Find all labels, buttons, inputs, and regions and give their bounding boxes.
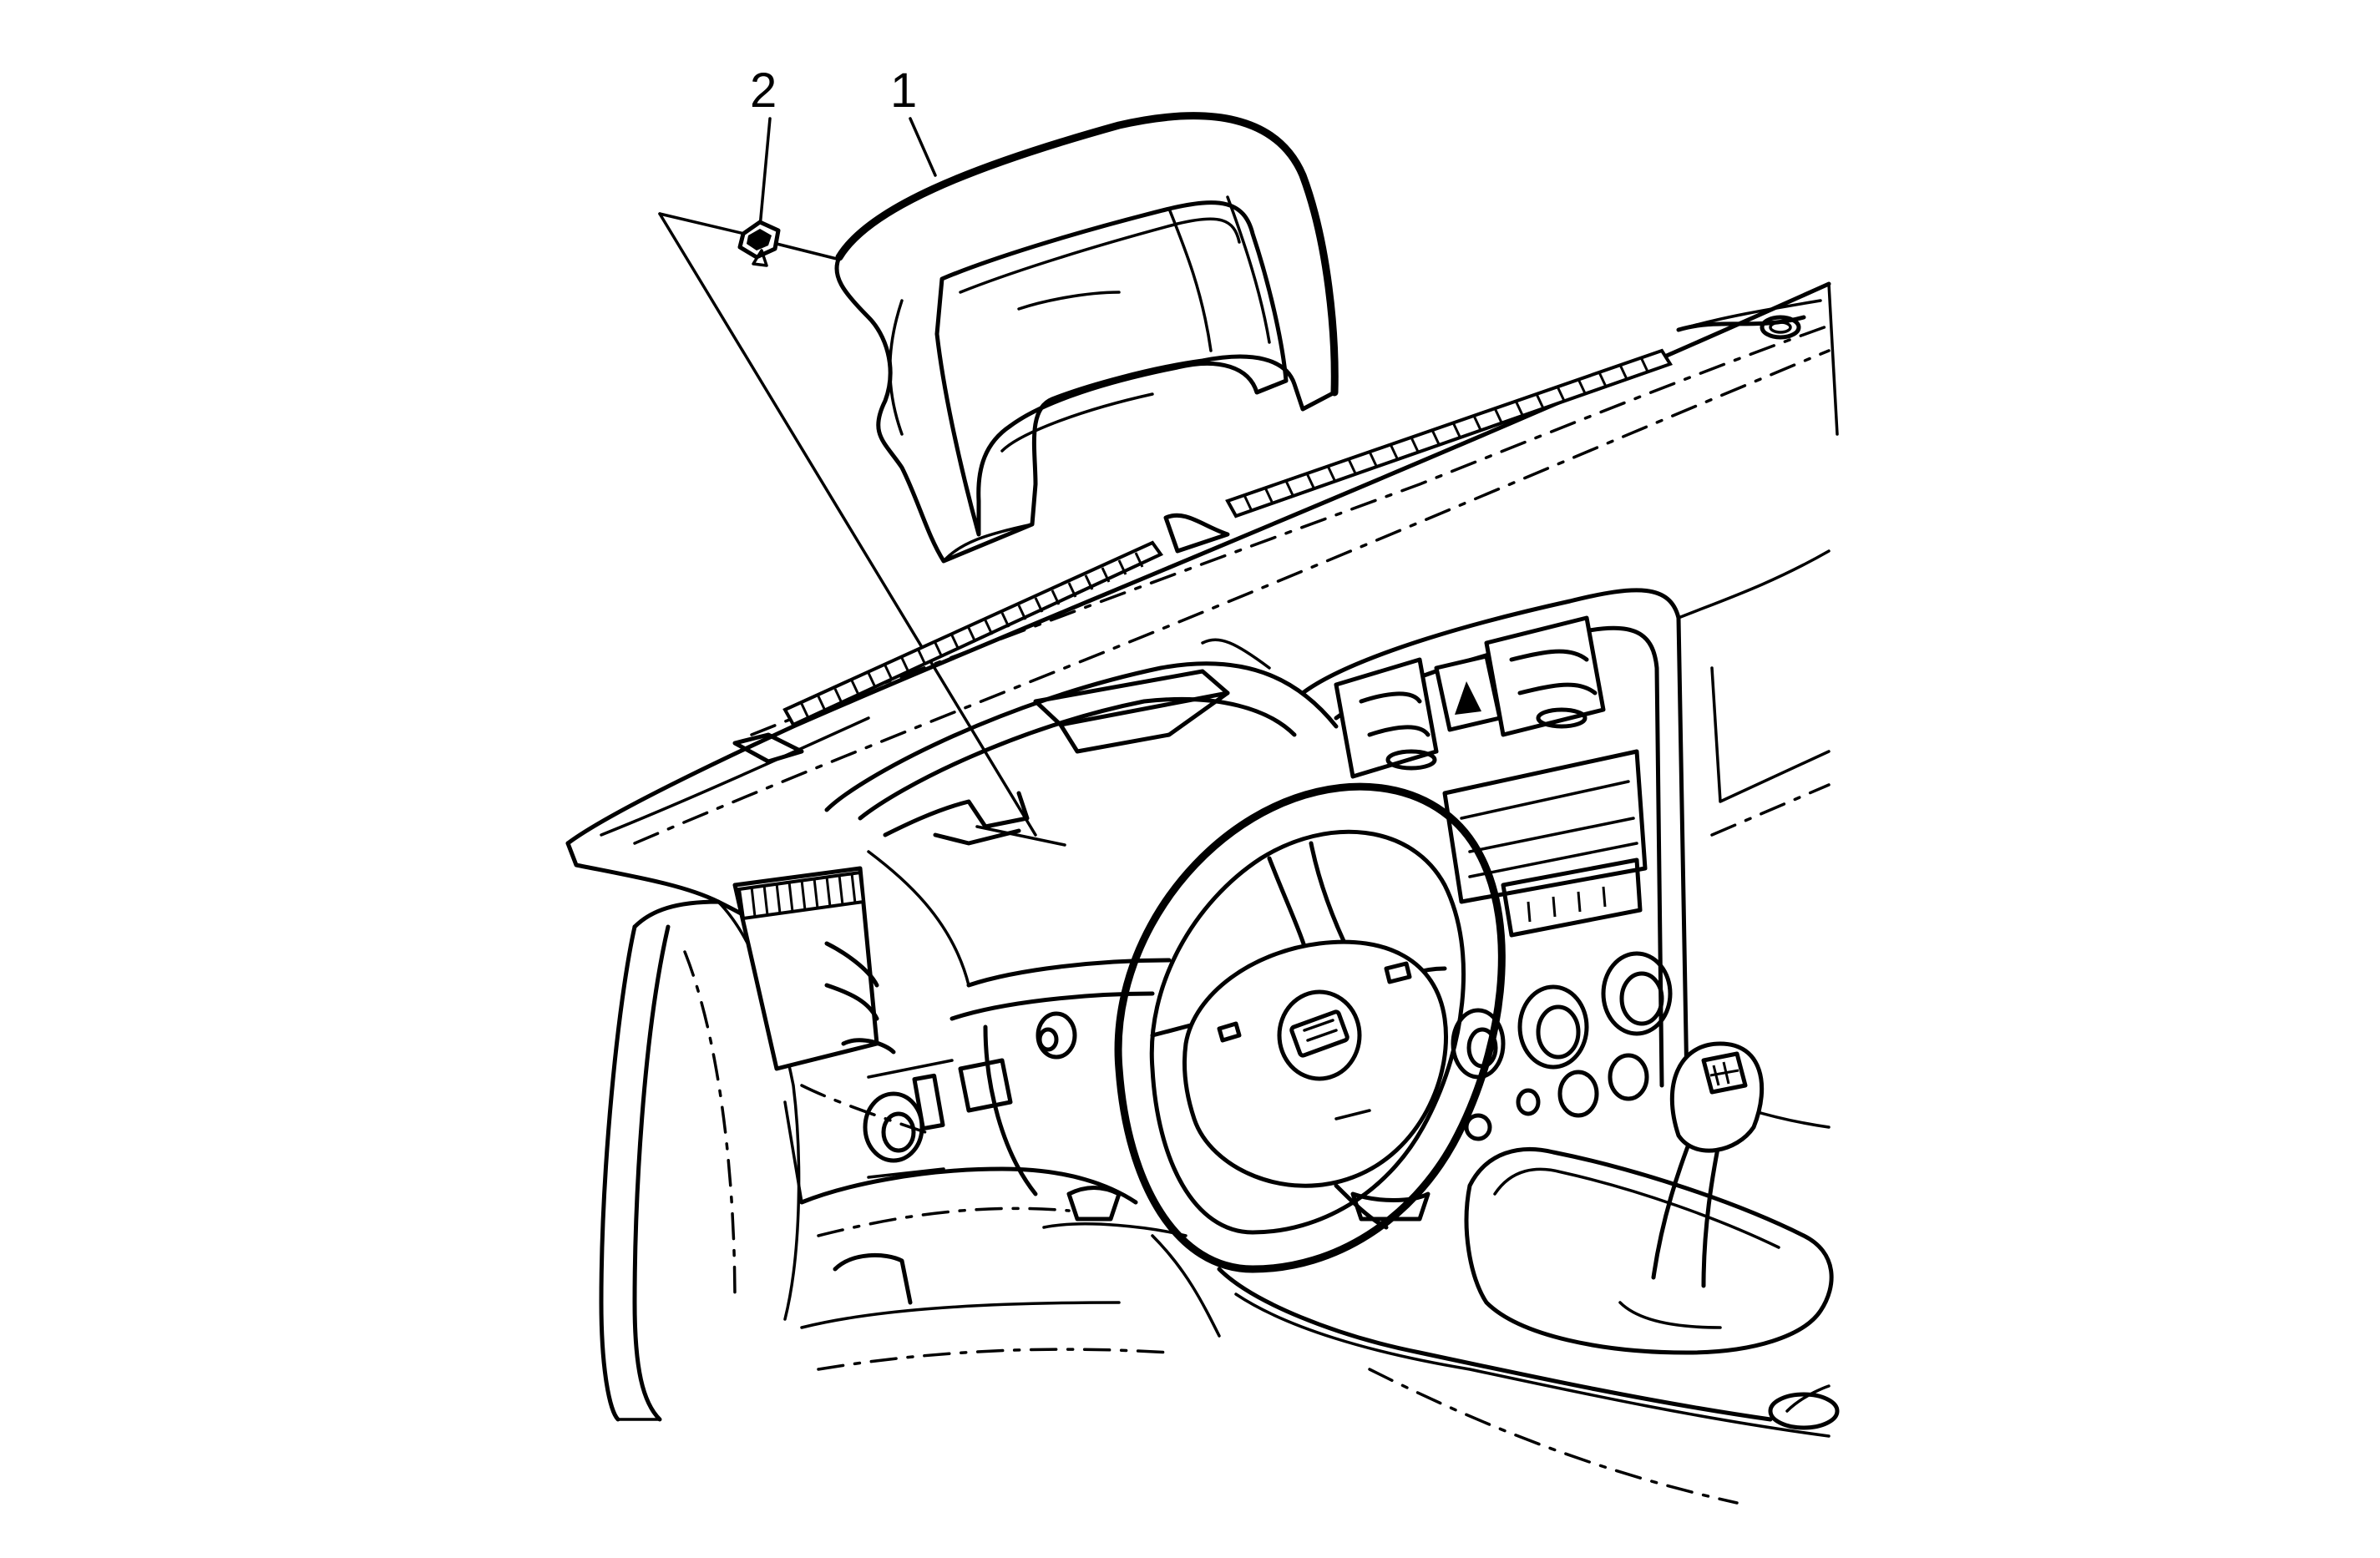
shift-lever [1618,1041,1765,1329]
callout-1-label: 1 [890,63,917,118]
left-air-vent [732,866,896,1071]
defrost-vent-right [1225,348,1674,518]
callout-1: 1 [890,63,937,177]
knee-bolster [799,1166,1171,1371]
defrost-vent-left [782,540,1164,727]
cluster-carrier [824,661,1339,987]
callout-2: 2 [750,63,777,229]
cluster-trim-bezel [834,112,1339,564]
h3-logo-icon [1277,989,1362,1081]
ip-lower-outline [783,1084,1221,1338]
headlamp-switch [863,1059,954,1179]
steering-column [949,958,1187,1237]
callout-2-label: 2 [750,63,777,118]
floor-console [1217,1146,1840,1505]
retainer-clip-icon [737,220,781,267]
steering-wheel [1114,782,1506,1273]
center-stack [1201,588,1689,1118]
hazard-triangle-icon [1455,681,1481,715]
right-dash [1677,549,1831,1129]
leader-lines [658,212,1066,847]
